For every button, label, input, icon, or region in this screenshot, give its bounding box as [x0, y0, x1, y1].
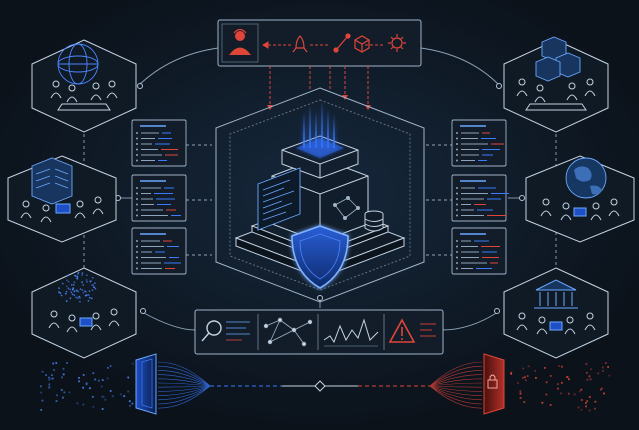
threat-lines — [267, 66, 371, 110]
flow-baseline — [210, 380, 430, 392]
scene-team-with-data-cloud — [31, 267, 137, 359]
exit-rays — [429, 361, 483, 409]
entry-door-icon — [135, 353, 157, 415]
left-log-panels — [131, 119, 187, 275]
globe-wireframe-icon — [57, 43, 99, 85]
team-people — [516, 78, 596, 111]
incoming-data-stream — [40, 362, 134, 411]
database-icon — [364, 210, 384, 232]
hacker-icon — [229, 28, 251, 55]
outgoing-threat-stream — [510, 362, 611, 412]
earth-globe-icon — [565, 157, 607, 199]
log-panel — [131, 174, 187, 222]
bank-building-icon — [534, 279, 578, 309]
team-people — [516, 312, 596, 335]
team-people — [20, 196, 104, 223]
waveform-icon — [323, 318, 379, 347]
team-people — [540, 198, 620, 221]
magnifier-icon — [201, 320, 250, 342]
central-hex-frame — [215, 87, 425, 303]
threat-flow-arrows — [262, 41, 385, 49]
log-panel — [451, 227, 507, 275]
connection-nodes — [115, 83, 525, 314]
scene-team-with-globe — [31, 39, 137, 133]
bottom-tools-bar — [194, 309, 444, 355]
network-graph-icon — [263, 317, 313, 347]
network-panel — [332, 195, 360, 220]
malware-cube-icon — [354, 35, 370, 53]
scene-team-with-bank — [503, 267, 609, 359]
data-beams — [296, 100, 344, 158]
right-log-panels — [451, 119, 509, 275]
team-people — [50, 80, 118, 111]
rocket-icon — [292, 35, 308, 53]
log-panel — [451, 174, 509, 222]
shield-icon — [291, 225, 349, 289]
scene-team-with-earth — [525, 155, 635, 243]
footer-flow — [40, 353, 611, 415]
network-link-icon — [333, 33, 351, 53]
scene-team-with-cubes — [503, 36, 609, 133]
locked-door-icon — [483, 353, 505, 415]
top-threat-bar — [217, 19, 422, 67]
code-screen-icon — [257, 167, 301, 231]
team-people — [48, 308, 120, 333]
log-panel — [131, 119, 187, 167]
stacked-cubes-icon — [535, 36, 581, 82]
warning-icon — [388, 318, 436, 343]
data-dots-icon — [58, 271, 97, 303]
entry-rays — [157, 361, 211, 409]
log-panel — [131, 227, 187, 275]
virus-icon — [388, 34, 406, 52]
scene-team-with-servers — [7, 155, 117, 243]
log-panel — [451, 119, 507, 167]
server-rack-icon — [31, 157, 73, 205]
